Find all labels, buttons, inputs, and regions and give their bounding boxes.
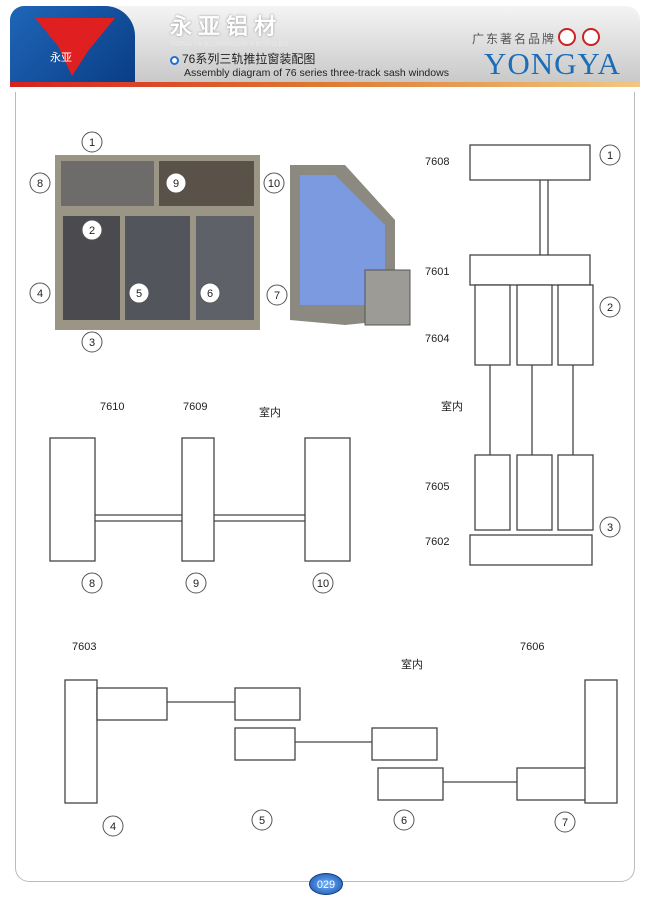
photo-callout-4-circle xyxy=(29,282,51,304)
iso-seal-icon xyxy=(582,28,600,46)
photo-callout-4: 4 xyxy=(37,288,43,300)
profile-code: 7604 xyxy=(425,333,449,345)
section-callout-circle xyxy=(599,516,621,538)
page-number: 029 xyxy=(309,873,343,895)
section-callout-circle xyxy=(599,296,621,318)
section-callout: 7 xyxy=(562,817,568,829)
logo-icon: 永亚 xyxy=(35,18,115,76)
section-callout-circle xyxy=(81,572,103,594)
section-callout: 3 xyxy=(607,522,613,534)
company-name-en: YONGYA ALUMINIUM PROFILES xyxy=(170,41,289,48)
seal-icon xyxy=(558,28,576,46)
photo-callout-8: 8 xyxy=(37,178,43,190)
section-callout: 4 xyxy=(110,821,116,833)
profile-code: 7606 xyxy=(520,641,544,653)
section-callout-circle xyxy=(185,572,207,594)
photo-callout-8-circle xyxy=(29,172,51,194)
section-callout: 5 xyxy=(259,815,265,827)
section-callout: 2 xyxy=(607,302,613,314)
section-callout: 1 xyxy=(607,150,613,162)
photo-callout-5-circle xyxy=(128,282,150,304)
bullet-icon xyxy=(170,56,179,65)
svg-text:永亚: 永亚 xyxy=(50,50,72,64)
profile-code: 7602 xyxy=(425,536,449,548)
window-photo xyxy=(55,155,260,330)
profile-code: 7603 xyxy=(72,641,96,653)
vertical-section xyxy=(469,144,594,566)
indoor-label: 室内 xyxy=(259,405,281,419)
company-name: 永亚铝材 xyxy=(170,14,283,39)
indoor-label: 室内 xyxy=(401,657,423,671)
photo-callout-2: 2 xyxy=(89,225,95,237)
section-callout: 10 xyxy=(317,578,329,590)
photo-callout-9-circle xyxy=(165,172,187,194)
section-callout-circle xyxy=(312,572,334,594)
photo-callout-7-circle xyxy=(266,284,288,306)
brand-tag: 广东著名品牌 xyxy=(472,32,557,46)
photo-callout-3-circle xyxy=(81,331,103,353)
profile-corner-3d xyxy=(290,165,411,326)
horizontal-section xyxy=(64,679,618,804)
section-callout: 9 xyxy=(193,578,199,590)
section-callout: 6 xyxy=(401,815,407,827)
section-callout: 8 xyxy=(89,578,95,590)
profile-code: 7601 xyxy=(425,266,449,278)
section-callout-circle xyxy=(251,809,273,831)
photo-callout-1-circle xyxy=(81,131,103,153)
page-title-cn: 76系列三轨推拉窗装配图 xyxy=(182,52,316,66)
photo-callout-6-circle xyxy=(199,282,221,304)
photo-callout-3: 3 xyxy=(89,337,95,349)
photo-callout-1: 1 xyxy=(89,137,95,149)
section-callout-circle xyxy=(393,809,415,831)
photo-callout-10-circle xyxy=(263,172,285,194)
section-callout-circle xyxy=(554,811,576,833)
photo-callout-9: 9 xyxy=(173,178,179,190)
photo-callout-7: 7 xyxy=(274,290,280,302)
photo-callout-5: 5 xyxy=(136,288,142,300)
brand-name: YONGYA xyxy=(484,46,621,81)
photo-callout-2-circle xyxy=(81,219,103,241)
section-callout-circle xyxy=(599,144,621,166)
company-logo: 永亚 xyxy=(10,6,135,82)
page-title-en: Assembly diagram of 76 series three-trac… xyxy=(184,67,449,79)
profile-code: 7608 xyxy=(425,156,449,168)
photo-callout-10: 10 xyxy=(268,178,280,190)
profile-code: 7605 xyxy=(425,481,449,493)
profile-code: 7609 xyxy=(183,401,207,413)
indoor-label: 室内 xyxy=(441,399,463,413)
photo-callout-6: 6 xyxy=(207,288,213,300)
section-callout-circle xyxy=(102,815,124,837)
fixed-light-section xyxy=(49,437,351,562)
profile-code: 7610 xyxy=(100,401,124,413)
header-divider xyxy=(10,82,640,87)
header: 永亚 永亚铝材 YONGYA ALUMINIUM PROFILES 76系列三轨… xyxy=(10,6,640,82)
